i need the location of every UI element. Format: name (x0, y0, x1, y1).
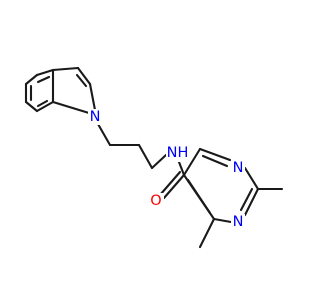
atom-N-pyrimidine-1: N (231, 160, 245, 176)
amide-bond (177, 160, 186, 177)
atom-O1: O (148, 193, 164, 209)
methyl-bond (198, 217, 216, 249)
pyrimidine-bond (243, 166, 260, 191)
pyrimidine-bond (182, 147, 202, 177)
benzene-bond (24, 73, 39, 86)
pyrimidine-inner-bond (239, 187, 254, 212)
pyrimidine-bond (198, 147, 232, 162)
benzene-bond (35, 68, 55, 77)
atom-label-N-indole: N (90, 109, 101, 125)
pyrrole-bond (51, 66, 80, 72)
benzene-bond (35, 100, 55, 113)
carbonyl-bond (158, 170, 182, 197)
pyrrole-inner-bond (75, 73, 88, 88)
atom-label-N-amide: N (167, 145, 178, 161)
atom-label-N-pyrimidine-2: N (233, 214, 244, 230)
atom-layer: O N H N N N (88, 109, 245, 230)
pyrimidine-bond (212, 217, 233, 224)
carbonyl-bond (162, 173, 186, 200)
benzene-bond (24, 100, 39, 113)
benzene-inner-bond (36, 75, 51, 84)
pyrrole-bond (88, 82, 97, 112)
molecule-structure: O N H N N N (24, 66, 284, 249)
chain-bond (150, 153, 168, 170)
atom-label-O: O (150, 193, 161, 209)
atom-N-pyrimidine-2: N (231, 214, 245, 230)
pyrrole-bond (51, 100, 91, 115)
pyrimidine-bond (243, 187, 260, 217)
bond-layer (24, 66, 284, 249)
chain-bond (137, 143, 154, 170)
atom-NH: N H (166, 144, 190, 162)
benzene-inner-bond (36, 99, 49, 108)
pyrimidine-inner-bond (201, 154, 229, 168)
atom-N-indole: N (88, 109, 102, 125)
pyrimidine-inner-bond (186, 178, 212, 215)
atom-label-H-amide: H (178, 145, 189, 161)
chain-bond (96, 122, 112, 147)
pyrrole-bond (76, 66, 92, 86)
atom-label-N-pyrimidine-1: N (233, 160, 244, 176)
